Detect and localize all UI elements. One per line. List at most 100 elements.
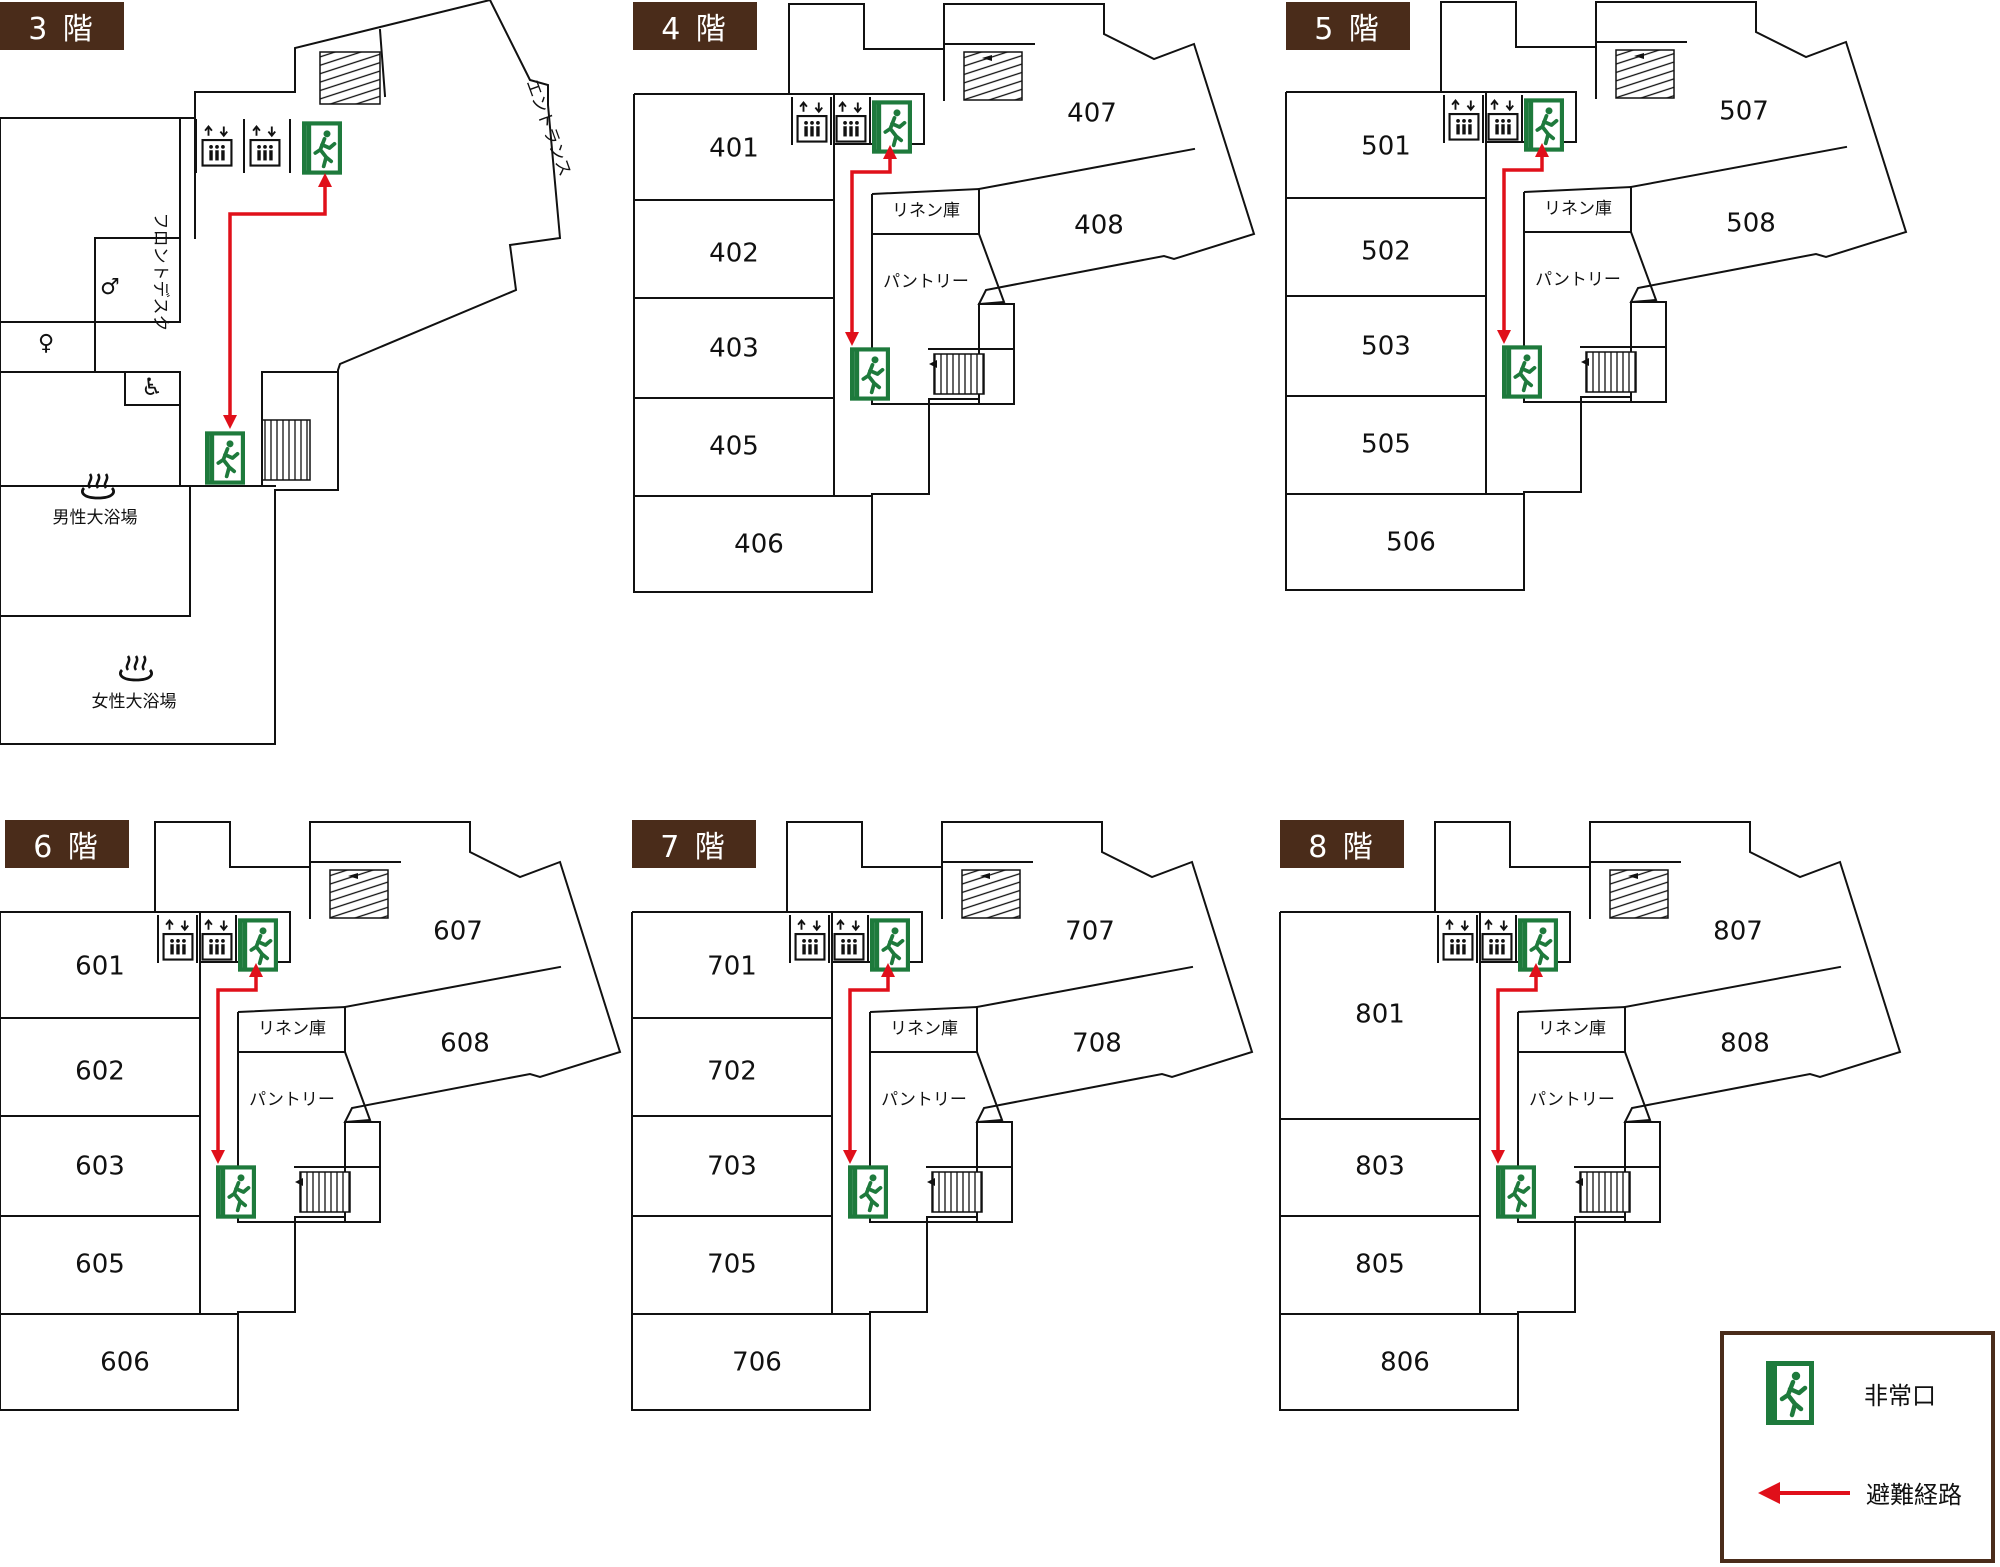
room-number: 507 — [1719, 97, 1769, 127]
room-number: 503 — [1361, 332, 1411, 362]
room-number: 702 — [707, 1057, 757, 1087]
room-number: 605 — [75, 1250, 125, 1280]
wall-outline — [789, 93, 925, 144]
pantry-label: パントリー — [249, 1090, 335, 1110]
wall-outline — [155, 911, 291, 962]
pantry-label: パントリー — [1529, 1090, 1615, 1110]
womens-bath-label: 女性大浴場 — [92, 692, 177, 712]
elevator-icon — [1487, 99, 1519, 141]
room-number: 707 — [1065, 917, 1115, 947]
emergency-exit-icon — [848, 1164, 888, 1220]
wall-outline — [0, 821, 622, 1411]
linen-room-label: リネン庫 — [892, 201, 960, 221]
room-number: 705 — [707, 1250, 757, 1280]
elevator-icon — [1448, 99, 1480, 141]
stair-top — [963, 51, 1023, 101]
room-number: 808 — [1720, 1029, 1770, 1059]
wall-outline — [237, 1051, 372, 1223]
stair-hatch — [933, 353, 985, 395]
stair-hatch — [1609, 869, 1669, 919]
room-number: 706 — [732, 1348, 782, 1378]
floor-label-4: 4 階 — [633, 2, 757, 50]
evacuation-arrow-icon — [1758, 1481, 1850, 1504]
stair-top — [961, 869, 1021, 919]
emergency-exit-icon — [1496, 1164, 1536, 1220]
evacuation-route — [843, 963, 895, 1164]
emergency-exit-icon — [1502, 344, 1542, 400]
emergency-exit-icon — [1518, 917, 1558, 973]
room-number: 701 — [707, 952, 757, 982]
elevator-icon — [1442, 919, 1474, 961]
wall-outline — [869, 1051, 1004, 1223]
stair-hatch — [1585, 351, 1637, 393]
floor-label-8: 8 階 — [1280, 820, 1404, 868]
room-number: 801 — [1355, 1000, 1405, 1030]
stair-top — [1609, 869, 1669, 919]
stair-hatch — [931, 1171, 983, 1213]
room-number: 402 — [709, 239, 759, 269]
wall-line — [1623, 965, 1842, 1009]
wall-outline — [631, 821, 1254, 1411]
room-number: 403 — [709, 334, 759, 364]
elevator-icon — [201, 919, 233, 961]
room-number: 406 — [734, 530, 784, 560]
stair-hatch — [1579, 1171, 1631, 1213]
stair-arrow — [1575, 1178, 1583, 1186]
wall-outline — [787, 911, 923, 962]
room-number: 505 — [1361, 430, 1411, 460]
stair-arrow — [1581, 358, 1589, 366]
stair-hatch — [261, 419, 311, 481]
emergency-exit-icon — [1524, 97, 1564, 153]
emergency-exit-icon — [850, 346, 890, 402]
room-number: 606 — [100, 1348, 150, 1378]
wall-outline — [1523, 231, 1658, 403]
legend-route: 避難経路 — [1754, 1475, 1962, 1510]
legend-route-label: 避難経路 — [1866, 1481, 1962, 1509]
stair-arrow — [1634, 53, 1644, 59]
evacuation-route — [211, 963, 263, 1164]
room-number: 703 — [707, 1152, 757, 1182]
linen-room-label: リネン庫 — [1538, 1019, 1606, 1039]
stair-hatch — [963, 51, 1023, 101]
evacuation-route — [845, 145, 897, 346]
room-number: 603 — [75, 1152, 125, 1182]
room-number: 506 — [1386, 528, 1436, 558]
wall-outline — [0, 0, 562, 745]
stair-hatch — [299, 1171, 351, 1213]
stair-arrow — [929, 360, 937, 368]
wall-outline — [1441, 91, 1577, 142]
emergency-exit-icon — [872, 99, 912, 155]
pantry-label: パントリー — [883, 272, 969, 292]
stair-top — [329, 869, 389, 919]
mens-bath-label: 男性大浴場 — [53, 508, 138, 528]
onsen-icon — [118, 654, 154, 682]
room-number: 501 — [1361, 132, 1411, 162]
evacuation-route — [1491, 963, 1543, 1164]
wall-line — [378, 28, 387, 98]
room-number: 502 — [1361, 237, 1411, 267]
room-number: 601 — [75, 952, 125, 982]
front-desk-label: フロントデスク — [150, 213, 171, 332]
elevator-icon — [162, 919, 194, 961]
room-number: 805 — [1355, 1250, 1405, 1280]
wall-outline — [871, 233, 1006, 405]
elevator-icon — [249, 125, 281, 167]
stair-hatch — [329, 869, 389, 919]
legend-exit: 非常口 — [1766, 1361, 1936, 1425]
emergency-exit-icon — [216, 1164, 256, 1220]
room-number: 803 — [1355, 1152, 1405, 1182]
linen-room-label: リネン庫 — [890, 1019, 958, 1039]
elevator-icon — [1481, 919, 1513, 961]
room-number: 807 — [1713, 917, 1763, 947]
floor-label-5: 5 階 — [1286, 2, 1410, 50]
stair-arrow — [295, 1178, 303, 1186]
room-number: 607 — [433, 917, 483, 947]
linen-room-label: リネン庫 — [1544, 199, 1612, 219]
room-number: 405 — [709, 432, 759, 462]
wall-outline — [1279, 821, 1902, 1411]
room-number: 602 — [75, 1057, 125, 1087]
elevator-icon — [833, 919, 865, 961]
